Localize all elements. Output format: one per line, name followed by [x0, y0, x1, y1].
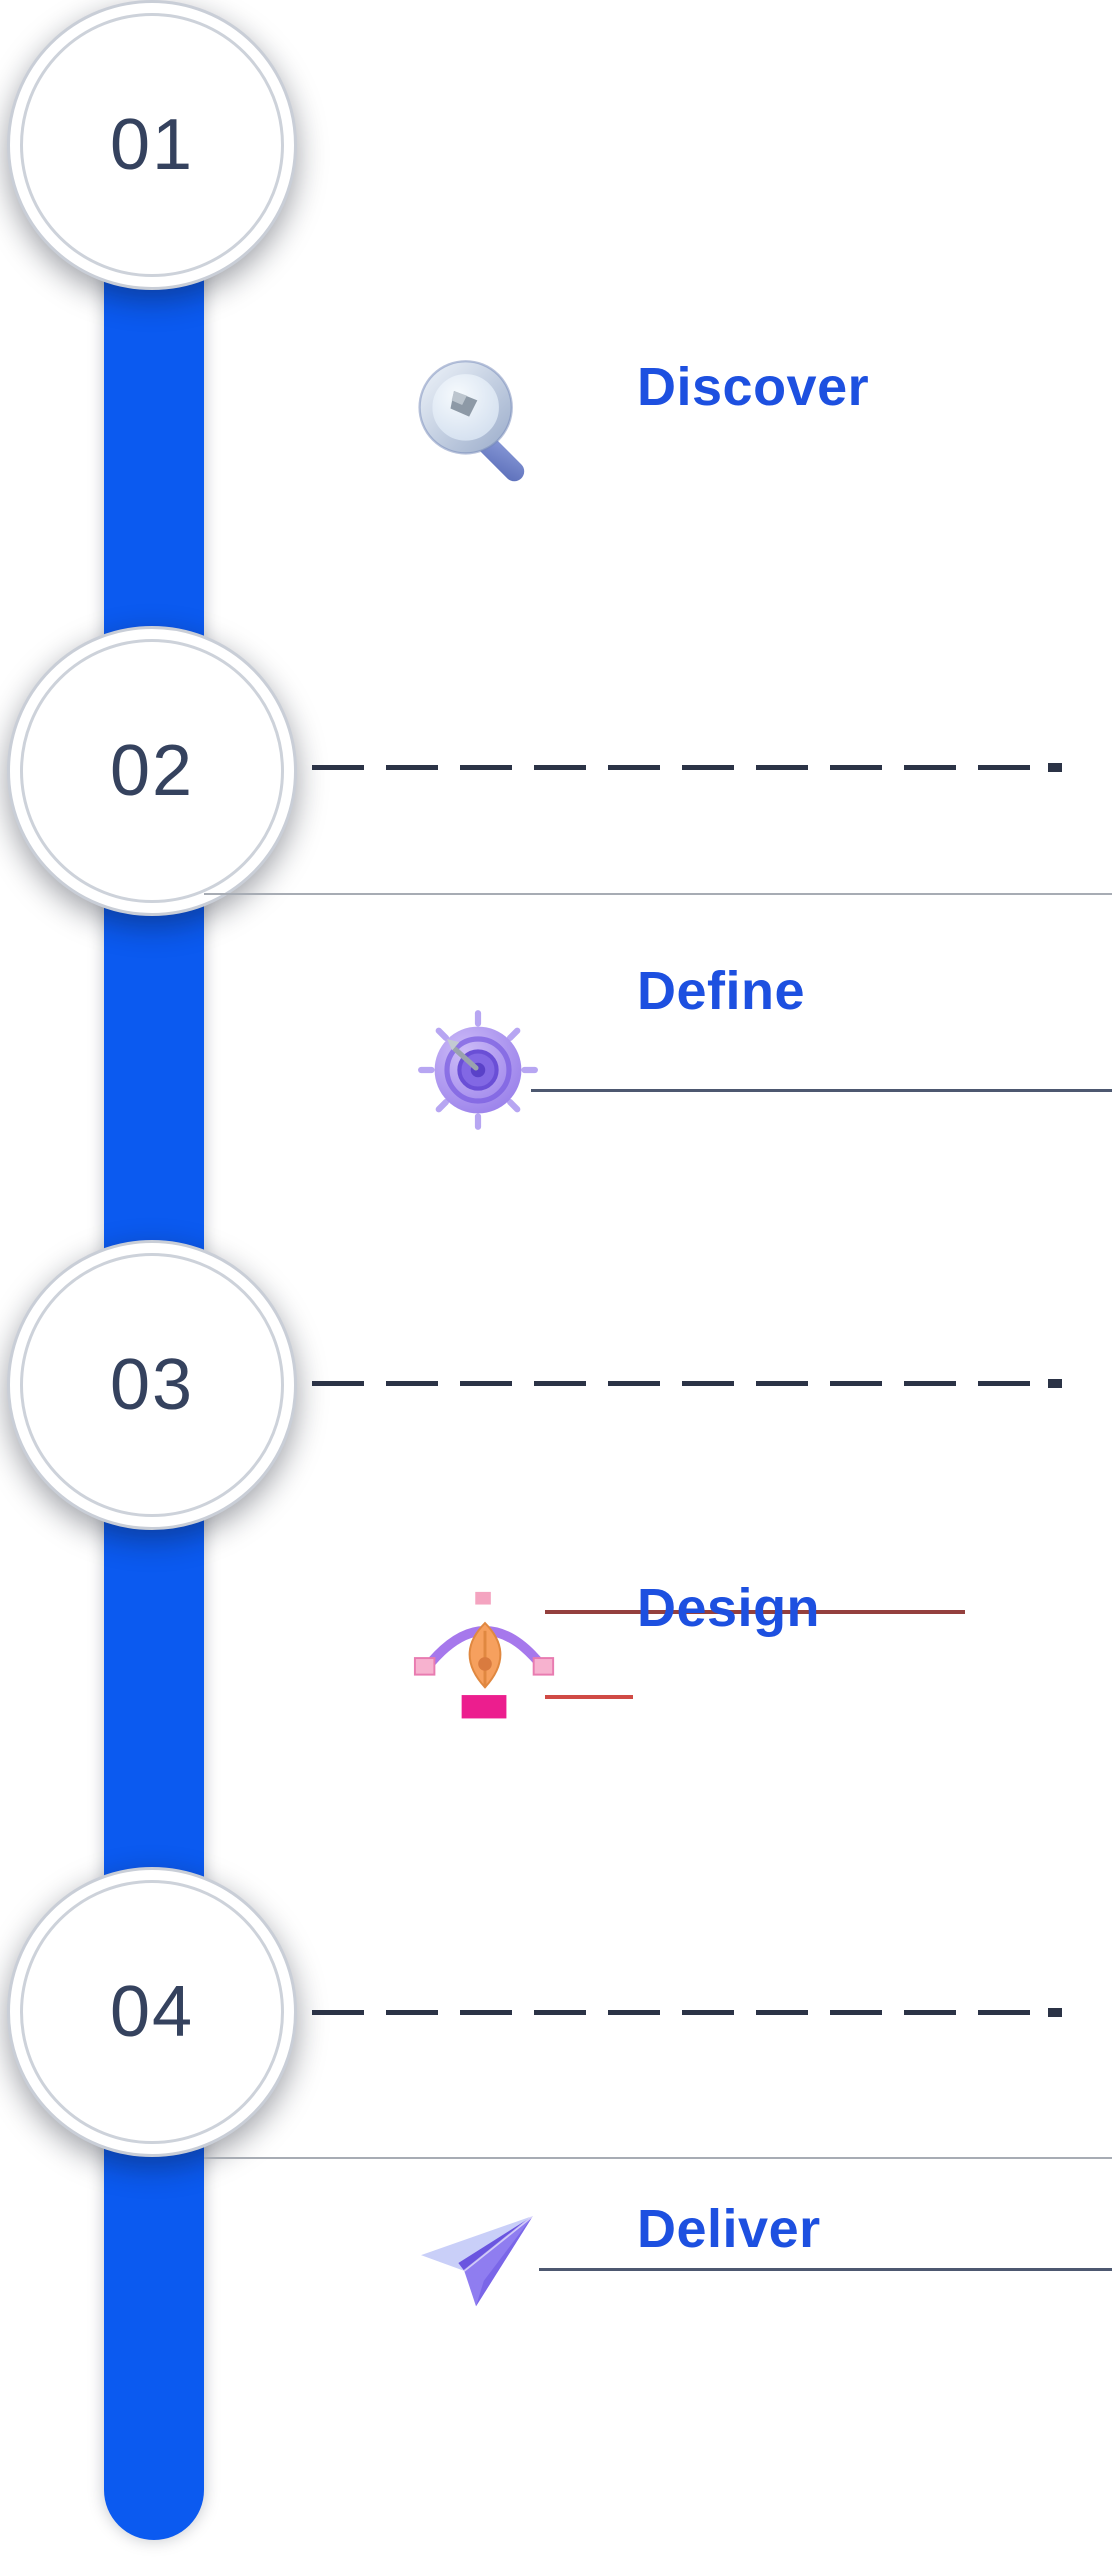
step-label-discover: Discover — [637, 357, 870, 417]
dashed-connector-3 — [312, 1381, 1036, 1386]
step-circle-4: 04 — [7, 1867, 297, 2157]
target-icon — [416, 1008, 540, 1132]
dashed-connector-4-cap — [1048, 2008, 1062, 2017]
step-label-define: Define — [637, 961, 806, 1021]
step-circle-3: 03 — [7, 1240, 297, 1530]
deliver-rule-line — [539, 2268, 1112, 2271]
step-number-1: 01 — [109, 105, 195, 185]
step-label-deliver: Deliver — [637, 2199, 821, 2259]
dashed-connector-2-cap — [1048, 763, 1062, 772]
dashed-connector-2 — [312, 765, 1036, 770]
step-label-design: Design — [637, 1578, 821, 1638]
step-number-4: 04 — [109, 1972, 195, 2052]
magnifying-glass-icon — [412, 356, 552, 496]
step-number-2: 02 — [109, 731, 195, 811]
paper-plane-icon — [413, 2210, 541, 2318]
dashed-connector-3-cap — [1048, 1379, 1062, 1388]
step-circle-1: 01 — [7, 0, 297, 290]
dashed-connector-4 — [312, 2010, 1036, 2015]
define-rule-line — [531, 1089, 1112, 1092]
separator-line-2 — [204, 2157, 1112, 2159]
pen-tool-icon — [406, 1588, 564, 1734]
design-handle-line-short — [545, 1695, 633, 1699]
design-handle-line-long — [545, 1610, 965, 1614]
step-number-3: 03 — [109, 1345, 195, 1425]
step-circle-2: 02 — [7, 626, 297, 916]
separator-line-1 — [204, 893, 1112, 895]
